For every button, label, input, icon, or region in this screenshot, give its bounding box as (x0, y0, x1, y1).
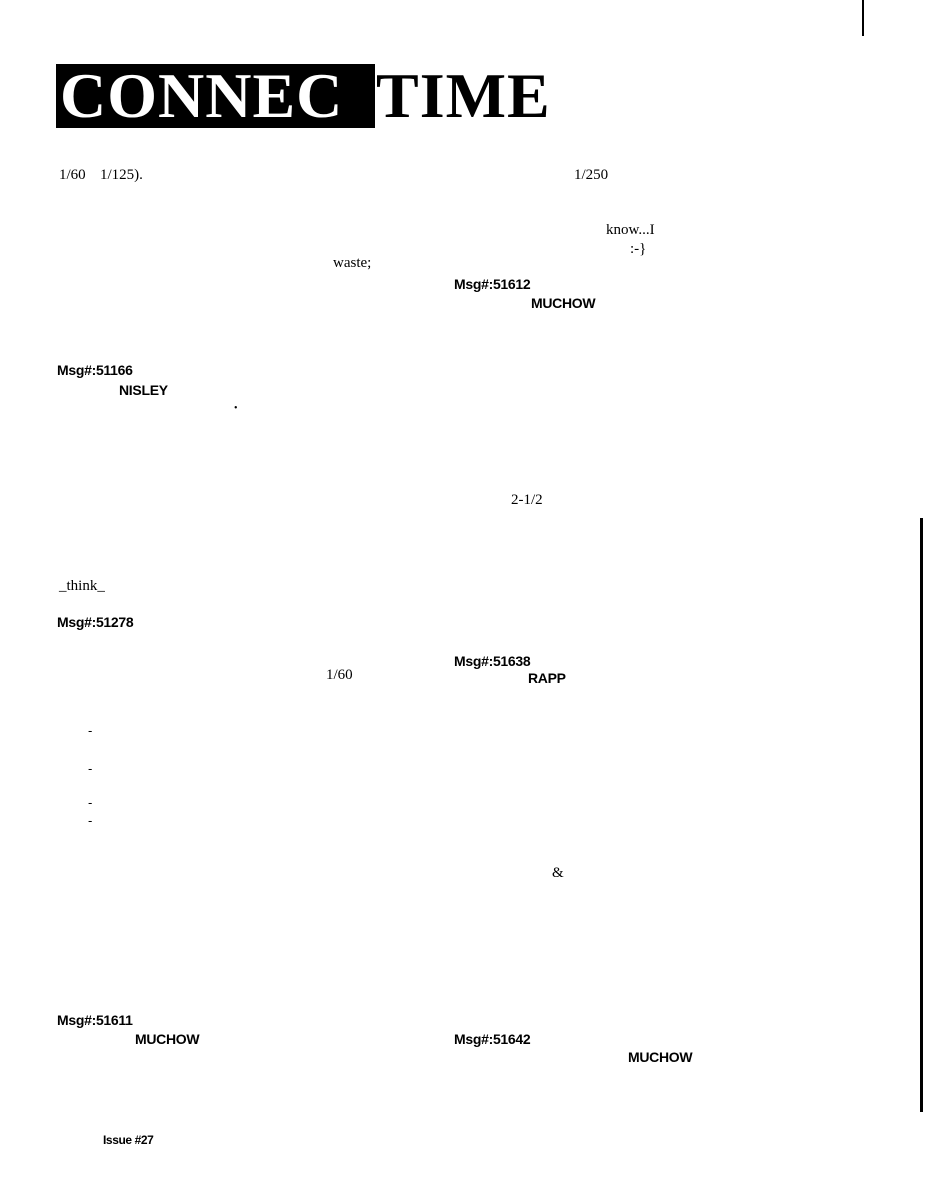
right-edge-rule (920, 518, 923, 1112)
dash-4: - (88, 813, 93, 828)
text-fragment-think: _think_ (59, 578, 105, 594)
text-fragment-know: know...I (606, 222, 655, 238)
msg-id-51166: Msg#:51166 (57, 362, 133, 378)
masthead-inverse-box (56, 64, 375, 128)
text-fragment-smiley: :-} (630, 241, 647, 257)
masthead-time: TIME (376, 60, 551, 131)
msg-id-51278: Msg#:51278 (57, 614, 134, 630)
text-fragment-1-125: 1/125). (100, 167, 143, 183)
text-fragment-1-250: 1/250 (574, 167, 609, 183)
msg-author-nisley: NISLEY (119, 382, 168, 398)
msg-author-rapp: RAPP (528, 670, 566, 686)
issue-number: Issue #27 (103, 1133, 154, 1147)
dash-2: - (88, 761, 93, 776)
top-right-rule (862, 0, 864, 36)
text-fragment-2-1-2: 2-1/2 (511, 492, 543, 508)
bullet-mark: • (234, 403, 238, 414)
msg-id-51638: Msg#:51638 (454, 653, 531, 669)
text-fragment-ampersand: & (552, 865, 564, 881)
text-fragment-1-60-b: 1/60 (326, 667, 353, 683)
msg-id-51611: Msg#:51611 (57, 1012, 133, 1028)
msg-id-51642: Msg#:51642 (454, 1031, 531, 1047)
msg-author-muchow-51642: MUCHOW (628, 1049, 693, 1065)
dash-3: - (88, 795, 93, 810)
msg-author-muchow-51612: MUCHOW (531, 295, 596, 311)
dash-1: - (88, 723, 93, 738)
masthead-connec: CONNEC (60, 60, 344, 131)
msg-id-51612: Msg#:51612 (454, 276, 531, 292)
msg-author-muchow-51611: MUCHOW (135, 1031, 200, 1047)
text-fragment-1-60: 1/60 (59, 167, 86, 183)
text-fragment-waste: waste; (333, 255, 372, 271)
